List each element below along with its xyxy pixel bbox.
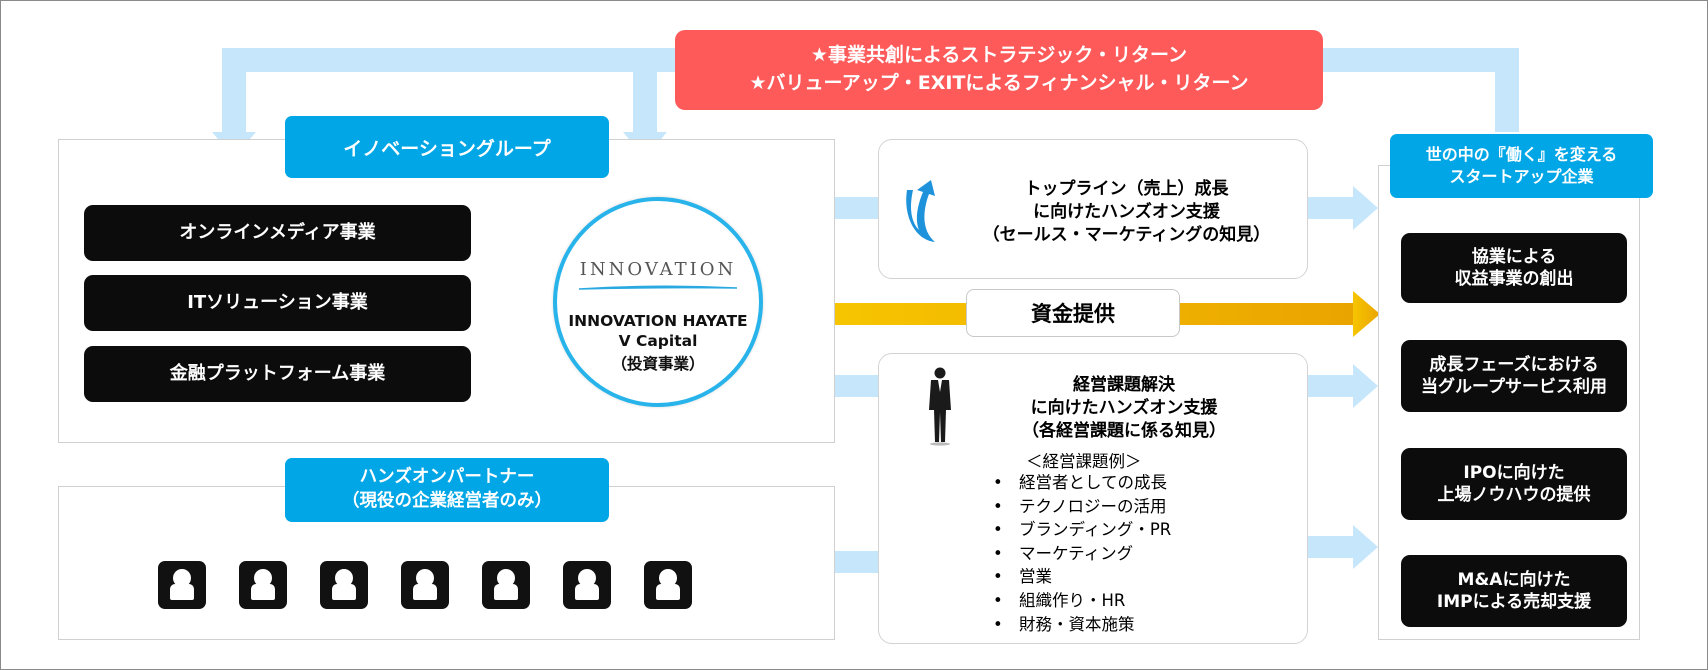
partner-avatar-icon [239,561,287,609]
startups-title-line1: 世の中の『働く』を変える [1425,145,1618,165]
business-it-solution: ITソリューション事業 [84,275,471,331]
list-item: テクノロジーの活用 [993,495,1171,519]
returns-banner: ★事業共創によるストラテジック・リターン ★バリューアップ・EXITによるフィナ… [675,30,1323,110]
topline-support-box: トップライン（売上）成長 に向けたハンズオン支援 （セールス・マーケティングの知… [878,139,1308,279]
management-line1: 経営課題解決 [1073,375,1175,395]
partner-avatar-icon [158,561,206,609]
benefit-line2: 当グループサービス利用 [1421,377,1607,397]
returns-line-financial: ★バリューアップ・EXITによるフィナンシャル・リターン [749,72,1249,94]
topline-line2: に向けたハンズオン支援 [1033,202,1220,222]
partner-avatar-icon [401,561,449,609]
businessman-icon [929,367,951,446]
hayate-name-line3: （投資事業） [611,355,705,373]
benefit-collaboration: 協業による 収益事業の創出 [1401,233,1627,303]
examples-header: ＜経営課題例＞ [1026,452,1142,471]
startups-title-line2: スタートアップ企業 [1449,167,1594,186]
benefit-line1: 成長フェーズにおける [1429,354,1599,375]
innovation-group-title-text: イノベーショングループ [343,137,551,160]
benefit-ma-support: M&Aに向けた IMPによる売却支援 [1401,555,1627,627]
list-item: マーケティング [993,542,1171,566]
list-item: ブランディング・PR [993,518,1171,542]
benefit-line2: 収益事業の創出 [1454,269,1574,289]
business-label: オンラインメディア事業 [179,222,376,244]
business-online-media: オンラインメディア事業 [84,205,471,261]
upward-curve-arrow-icon [906,180,935,242]
list-item: 組織作り・HR [993,589,1171,613]
funding-label-box: 資金提供 [966,289,1180,337]
partner-avatar-icon [482,561,530,609]
benefit-line1: 協業による [1471,246,1557,267]
list-item: 財務・資本施策 [993,613,1171,637]
innovation-logo-text: INNOVATION [579,259,737,280]
topline-line3: （セールス・マーケティングの知見） [982,225,1271,245]
benefit-service-usage: 成長フェーズにおける 当グループサービス利用 [1401,340,1627,412]
business-label: 金融プラットフォーム事業 [169,363,386,385]
partners-title-line2: （現役の企業経営者のみ） [342,491,552,511]
hayate-name-line2: V Capital [618,332,698,350]
management-line3: （各経営課題に係る知見） [1022,421,1226,441]
startups-title: 世の中の『働く』を変える スタートアップ企業 [1390,134,1653,198]
partner-avatar-icon [320,561,368,609]
innovation-logo-swoosh-icon [579,285,737,290]
innovation-group-title: イノベーショングループ [285,116,609,178]
benefit-line2: IMPによる売却支援 [1436,592,1592,612]
management-support-box: 経営課題解決 に向けたハンズオン支援 （各経営課題に係る知見） ＜経営課題例＞ … [878,353,1308,644]
list-item: 営業 [993,565,1171,589]
list-item: 経営者としての成長 [993,471,1171,495]
hayate-name-line1: INNOVATION HAYATE [568,312,748,330]
partner-avatar-icon [563,561,611,609]
hayate-circle: INNOVATION INNOVATION HAYATE V Capital （… [553,197,763,407]
benefit-ipo-support: IPOに向けた 上場ノウハウの提供 [1401,448,1627,520]
support-flow-arrows [835,186,1378,573]
management-line2: に向けたハンズオン支援 [1030,398,1218,418]
funding-label: 資金提供 [1031,302,1115,326]
management-examples-list: 経営者としての成長 テクノロジーの活用 ブランディング・PR マーケティング 営… [993,471,1171,636]
benefit-line1: M&Aに向けた [1457,569,1571,590]
topline-line1: トップライン（売上）成長 [1024,179,1229,199]
business-financial-platform: 金融プラットフォーム事業 [84,346,471,402]
benefit-line2: 上場ノウハウの提供 [1437,485,1591,505]
returns-line-strategic: ★事業共創によるストラテジック・リターン [810,44,1188,67]
partners-title-line1: ハンズオンパートナー [359,467,535,488]
partners-title: ハンズオンパートナー （現役の企業経営者のみ） [285,458,609,522]
business-label: ITソリューション事業 [187,292,368,314]
benefit-line1: IPOに向けた [1463,462,1565,483]
partner-avatar-icon [644,561,692,609]
